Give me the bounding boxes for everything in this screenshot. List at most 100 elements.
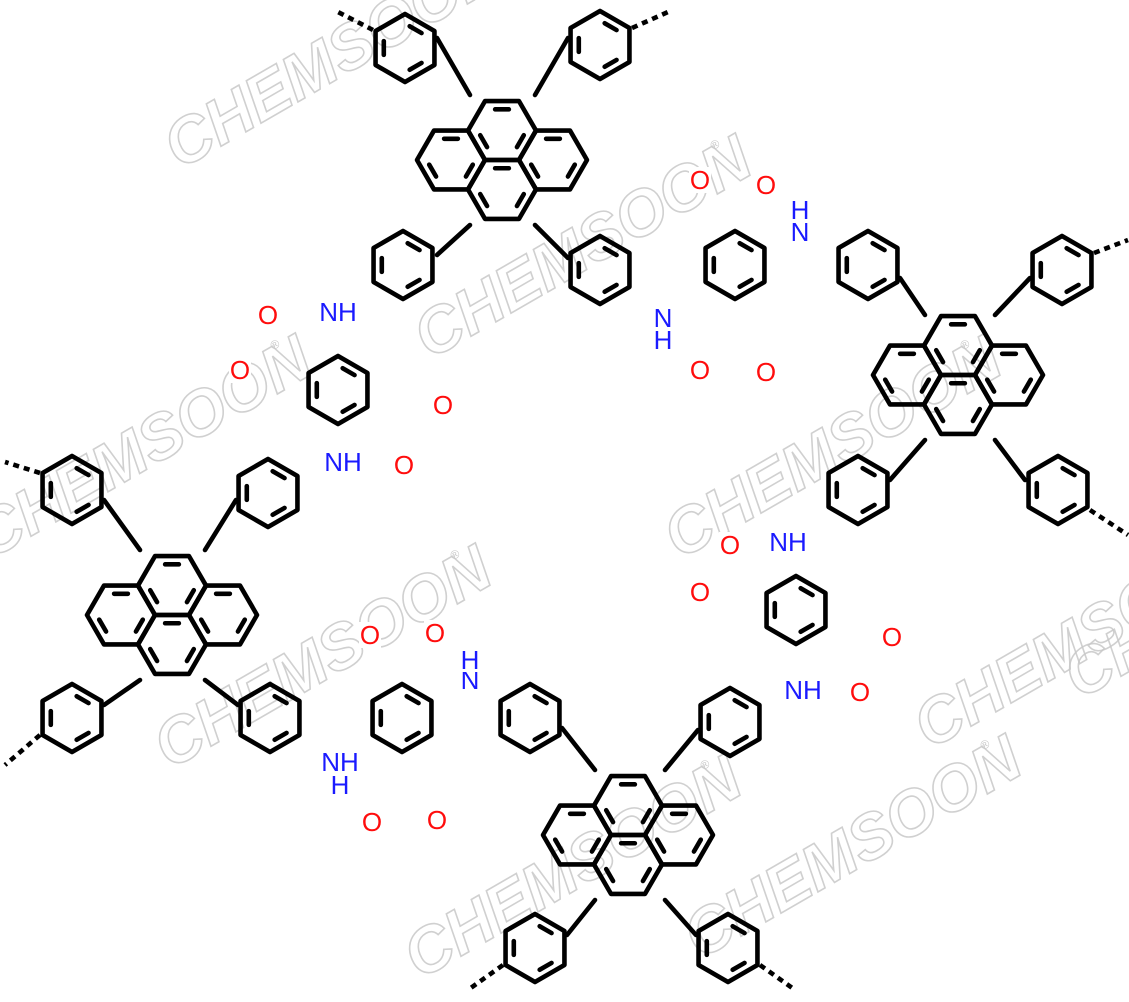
label-background <box>654 328 672 352</box>
aromatic-double-bond <box>404 693 421 706</box>
aromatic-double-bond <box>184 587 197 605</box>
nh-amine-label: NH <box>321 747 359 777</box>
ester-oxygen-label: O <box>690 577 710 607</box>
label-background <box>229 357 251 383</box>
aromatic-double-bond <box>1060 502 1077 515</box>
linker-bond <box>992 275 1033 318</box>
aromatic-double-bond <box>565 162 578 179</box>
nh-hydrogen-label: H <box>654 325 673 355</box>
nh-hydrogen-label: H <box>461 645 480 675</box>
aromatic-double-bond <box>1060 465 1077 478</box>
aromatic-double-bond <box>184 646 197 664</box>
aromatic-double-bond <box>640 866 653 884</box>
aromatic-double-bond <box>463 162 476 179</box>
aromatic-double-bond <box>654 837 667 854</box>
label-background <box>689 579 711 605</box>
dashed-continuation-bond <box>631 9 669 31</box>
aromatic-double-bond <box>737 240 754 253</box>
label-background <box>323 448 363 476</box>
label-background <box>461 648 479 672</box>
label-background <box>768 528 808 556</box>
aromatic-double-bond <box>198 617 211 634</box>
aromatic-double-bond <box>426 162 439 179</box>
pyrene-core-bottom-ring-right <box>642 803 716 867</box>
aromatic-double-bond <box>732 697 749 710</box>
aromatic-double-bond <box>552 837 565 854</box>
label-background <box>361 809 383 835</box>
linker-bond <box>887 437 928 483</box>
dashed-continuation-bond <box>3 733 42 767</box>
terephthalate-ring <box>306 353 370 427</box>
ester-oxygen-label: O <box>690 165 710 195</box>
label-background <box>331 773 349 797</box>
label-background <box>318 298 358 326</box>
label-background <box>789 218 811 246</box>
label-background <box>791 198 809 222</box>
linker-bond <box>434 35 473 98</box>
nh-amine-label: N <box>461 665 480 695</box>
aromatic-double-bond <box>270 505 287 518</box>
aromatic-double-bond <box>602 57 619 70</box>
ester-oxygen-label: O <box>427 805 447 835</box>
linker-bond <box>992 437 1028 483</box>
pyrene-core-right-ring-right <box>972 343 1046 407</box>
label-background <box>689 357 711 383</box>
ester-oxygen-label: O <box>362 807 382 837</box>
phenyl-ring <box>696 911 760 985</box>
aromatic-double-bond <box>514 191 527 209</box>
aromatic-double-bond <box>589 837 602 854</box>
aromatic-double-bond <box>270 468 287 481</box>
aromatic-double-bond <box>730 923 747 936</box>
aromatic-double-bond <box>737 277 754 290</box>
linker-bond <box>202 497 239 553</box>
phenyl-ring <box>238 681 302 755</box>
aromatic-double-bond <box>798 622 815 635</box>
aromatic-double-bond <box>74 693 91 706</box>
label-background <box>849 679 871 705</box>
aromatic-double-bond <box>537 960 554 973</box>
label-background <box>320 748 360 776</box>
aromatic-double-bond <box>74 730 91 743</box>
aromatic-double-bond <box>1021 377 1034 394</box>
ester-oxygen-label: O <box>690 355 710 385</box>
aromatic-double-bond <box>798 585 815 598</box>
phenyl-ring <box>236 456 300 530</box>
ester-oxygen-label: O <box>394 450 414 480</box>
phenyl-ring <box>698 685 762 759</box>
linker-bond <box>101 677 143 708</box>
aromatic-double-bond <box>272 730 289 743</box>
label-background <box>257 302 279 328</box>
aromatic-double-bond <box>407 23 424 36</box>
aromatic-double-bond <box>970 347 983 365</box>
aromatic-double-bond <box>919 377 932 394</box>
dashed-continuation-bond <box>466 963 505 992</box>
nh-amine-label: NH <box>784 675 822 705</box>
linker-bond <box>202 677 241 708</box>
aromatic-double-bond <box>405 240 422 253</box>
aromatic-double-bond <box>340 365 357 378</box>
aromatic-double-bond <box>933 347 946 365</box>
aromatic-double-bond <box>882 377 895 394</box>
label-background <box>459 666 481 694</box>
aromatic-double-bond <box>133 617 146 634</box>
label-background <box>783 676 823 704</box>
pyrene-core-left-ring-right <box>186 583 260 647</box>
dashed-continuation-bond <box>1088 508 1129 537</box>
terephthalate-ring <box>370 681 434 755</box>
aromatic-double-bond <box>603 866 616 884</box>
aromatic-double-bond <box>603 807 616 825</box>
aromatic-double-bond <box>870 240 887 253</box>
ester-oxygen-label: O <box>433 390 453 420</box>
aromatic-double-bond <box>602 245 619 258</box>
pyrene-core-bottom-ring-left <box>540 803 614 867</box>
label-background <box>426 807 448 833</box>
label-background <box>689 167 711 193</box>
pyrene-core-top-ring-right <box>516 128 590 192</box>
aromatic-double-bond <box>477 191 490 209</box>
phenyl-ring <box>1030 233 1094 307</box>
label-background <box>359 622 381 648</box>
phenyl-ring <box>40 681 104 755</box>
aromatic-double-bond <box>860 502 877 515</box>
